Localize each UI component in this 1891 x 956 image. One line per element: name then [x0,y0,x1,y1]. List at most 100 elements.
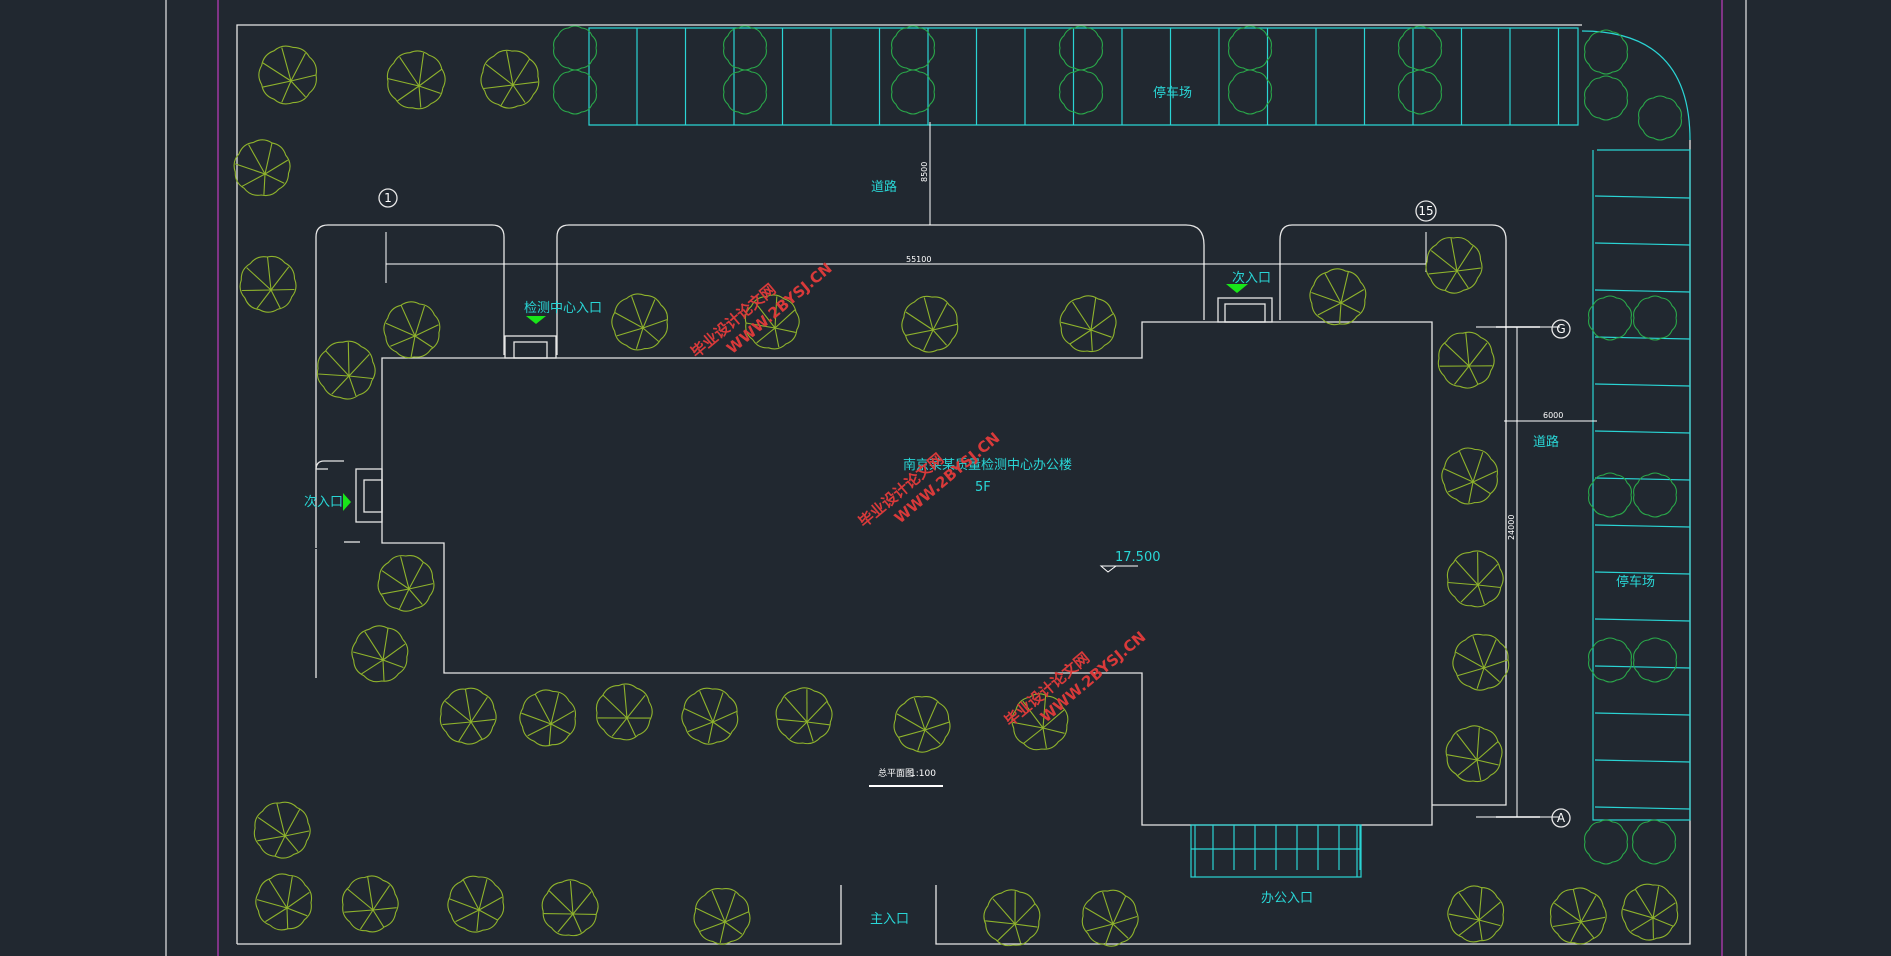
tree-icon [1446,550,1504,608]
tree-icon [1059,295,1117,353]
tree-icon [439,687,497,745]
tree-icon [1549,887,1607,945]
shrub-icon [1584,29,1628,75]
axis-label-G: G [1556,322,1565,336]
dimension-lines: 55100 8500 6000 24000 [385,122,1597,818]
axis-label-15: 15 [1418,204,1433,218]
shrub-icon [1588,472,1632,518]
shrub-icon [1228,25,1272,71]
tree-icon [693,888,751,945]
parking-lot-top [588,27,1579,126]
tree-icon [480,49,540,109]
site-labels: 停车场 停车场 道路 道路 检测中心入口 次入口 次入口 主入口 办公入口 南京… [304,85,1655,927]
label-detection-entrance: 检测中心入口 [524,301,602,316]
axis-marker-15: 15 [1415,200,1437,222]
tree-icon [1621,883,1679,941]
label-building-name: 南京某某质量检测中心办公楼 [903,457,1072,473]
tree-icon [1447,885,1505,943]
tree-icon [1011,693,1069,751]
parking-lot-right [1592,149,1691,821]
shrub-icon [891,69,935,115]
shrub-icon [723,69,767,115]
tree-icon [519,689,577,747]
arrow-detection-entrance-icon [526,316,546,324]
arrow-secondary-top-icon [1226,284,1248,293]
shrub-icon [1588,295,1632,341]
tree-icon [1452,633,1510,691]
dim-overall-width: 55100 [906,255,931,264]
label-road-right: 道路 [1533,434,1559,450]
plan-title: 总平面图 [878,767,914,779]
shrub-icon [553,25,597,71]
tree-icon [233,139,291,197]
watermark-3: 毕业设计论文网 WWW.2BYSJ.CN [1001,628,1149,730]
tree-icon [901,295,959,353]
entrance-arrows [343,284,1248,573]
tree-icon [744,294,800,350]
tree-icon [316,340,376,400]
label-parking-right: 停车场 [1616,574,1655,590]
tree-icon [775,687,833,745]
watermarks: 毕业设计论文网 WWW.2BYSJ.CN 毕业设计论文网 WWW.2BYSJ.C… [687,259,1149,730]
tree-icon [983,889,1041,947]
shrub-icon [1633,637,1677,683]
tree-icon [893,696,951,753]
tree-icon [541,879,599,937]
tree-icon [1425,236,1483,294]
tree-icon [1081,889,1139,947]
arrow-secondary-left-icon [343,493,351,511]
shrub-icon [553,69,597,115]
shrub-icon [1584,819,1628,865]
label-elevation: 17.500 [1115,550,1161,565]
shrub-icon [1059,69,1103,115]
elevation-marker-icon [1099,565,1118,573]
label-road-top: 道路 [871,179,897,195]
road-outline [315,224,1507,806]
axis-marker-A: A [1551,808,1571,828]
label-floors: 5F [975,480,991,495]
shrub-icon [1584,75,1628,121]
tree-icon [1441,447,1498,505]
tree-icon [377,555,435,612]
label-secondary-entrance-left: 次入口 [304,494,343,510]
shrub-icon [1633,472,1677,518]
tree-icon [239,255,297,313]
dim-overall-depth: 24000 [1507,515,1516,540]
tree-icon [386,50,446,110]
shrub-icon [1398,25,1442,71]
shrub-icon [1638,95,1682,141]
tree-symbols [233,25,1682,947]
shrub-icon [1059,25,1103,71]
tree-icon [1309,268,1367,326]
shrub-icon [1398,69,1442,115]
axis-label-A: A [1557,811,1566,825]
dim-road-top: 8500 [920,162,929,182]
sheet-frame [165,0,1747,956]
tree-icon [595,683,653,741]
axis-marker-G: G [1551,319,1571,339]
building-footprint [355,297,1433,878]
shrub-icon [1228,69,1272,115]
label-parking-top: 停车场 [1153,85,1192,101]
axis-markers: 1 15 G A [378,188,1571,828]
tree-icon [383,301,441,359]
tree-icon [351,625,409,683]
label-secondary-entrance-top: 次入口 [1232,270,1271,286]
axis-marker-1: 1 [378,188,398,208]
shrub-icon [1632,819,1676,865]
shrub-icon [1633,295,1677,341]
label-office-entrance: 办公入口 [1261,891,1313,906]
tree-icon [1437,331,1495,389]
tree-icon [258,45,317,105]
dim-road-right: 6000 [1543,411,1563,420]
label-main-entrance: 主入口 [870,912,909,927]
tree-icon [447,875,505,933]
tree-icon [253,801,311,859]
shrub-icon [891,25,935,71]
tree-icon [1445,725,1503,783]
axis-label-1: 1 [384,191,392,205]
shrub-icon [1588,637,1632,683]
plan-scale: 1:100 [910,769,936,779]
tree-icon [611,293,668,351]
